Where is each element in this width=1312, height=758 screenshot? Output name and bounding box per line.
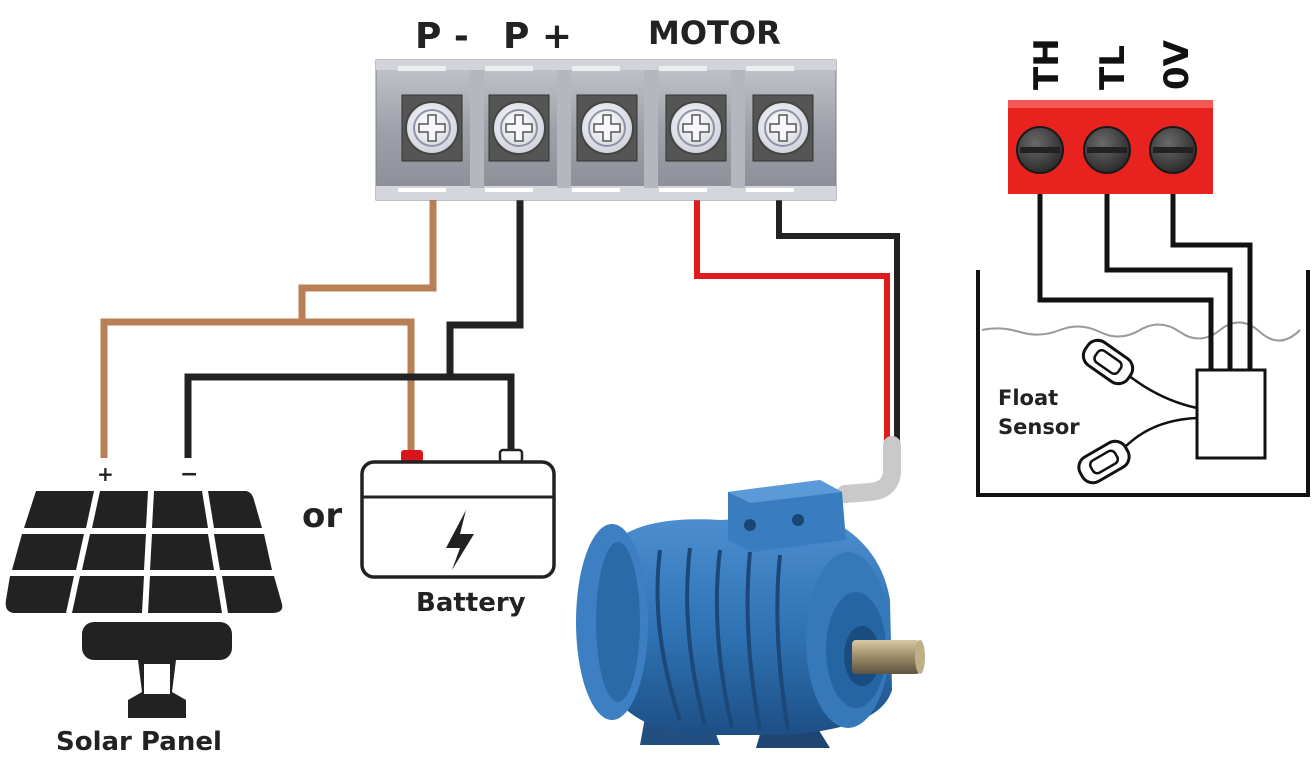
terminal-screw-icon	[1083, 126, 1131, 174]
sensor-label-0v: 0V	[1157, 39, 1197, 90]
float-sensor-icon	[1077, 338, 1267, 485]
motor-red-wire	[694, 200, 890, 445]
solar-plus-label: +	[97, 462, 114, 486]
label-p-plus: P +	[503, 16, 572, 57]
float-sensor-label-line1: Float	[998, 386, 1058, 410]
motor-icon	[576, 480, 925, 748]
float-sensor-label-line2: Sensor	[998, 415, 1080, 439]
sensor-wires	[1037, 190, 1253, 370]
motor-cable	[836, 436, 901, 503]
battery-label: Battery	[416, 588, 526, 618]
terminal-screw-icon	[488, 94, 550, 162]
battery-positive-wire	[302, 318, 415, 450]
or-label: or	[302, 496, 342, 536]
solar-minus-label: −	[180, 462, 198, 487]
motor-black-wire	[776, 200, 900, 445]
terminal-screw-icon	[401, 94, 463, 162]
battery-icon	[360, 448, 556, 579]
terminal-screw-icon	[665, 94, 727, 162]
label-p-minus: P -	[415, 16, 469, 57]
sensor-terminal-block	[1008, 100, 1213, 194]
solar-panel-label: Solar Panel	[56, 727, 222, 757]
lightning-icon	[446, 510, 474, 570]
negative-wire	[184, 200, 524, 458]
terminal-screw-icon	[1016, 126, 1064, 174]
terminal-screw-icon	[1149, 126, 1197, 174]
battery-negative-wire	[450, 373, 515, 450]
label-motor: MOTOR	[648, 14, 781, 52]
sensor-label-tl: TL	[1093, 45, 1133, 90]
main-terminal-block	[375, 59, 837, 201]
sensor-label-th: TH	[1027, 38, 1067, 90]
solar-panel-icon	[5, 491, 283, 718]
solar-positive-wire	[100, 200, 437, 458]
terminal-screw-icon	[576, 94, 638, 162]
wires	[100, 200, 901, 503]
terminal-screw-icon	[752, 94, 814, 162]
